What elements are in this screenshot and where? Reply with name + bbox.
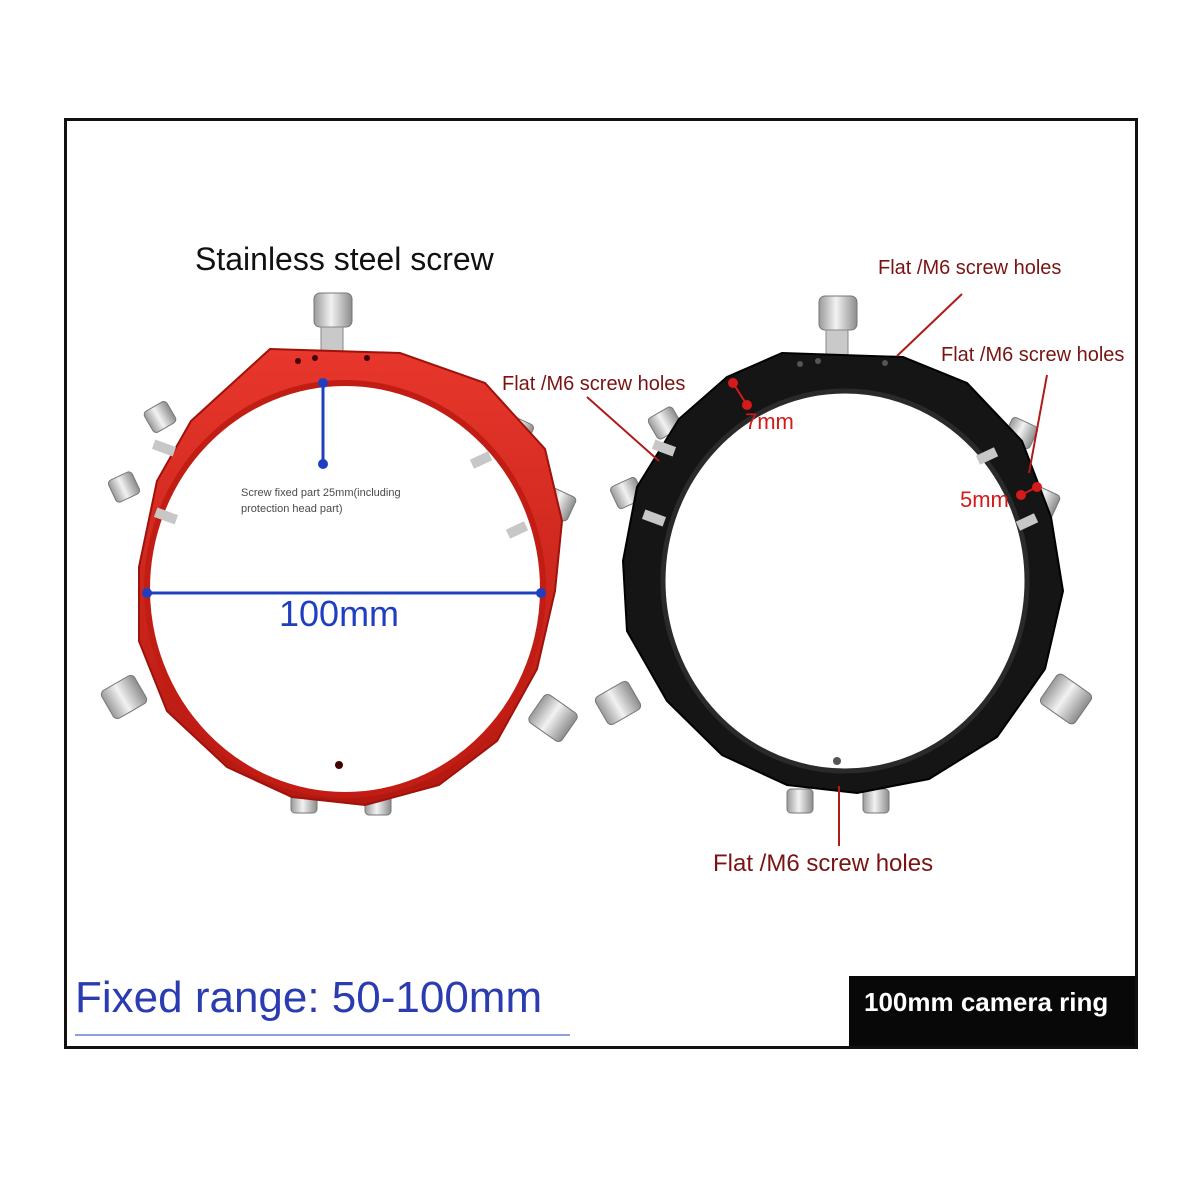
screw-holes-label-right: Flat /M6 screw holes [941,344,1125,366]
screw-title: Stainless steel screw [195,241,494,277]
annotation-leaders-red [586,293,1048,846]
diameter-dimension-label: 100mm [279,593,400,634]
dimension-annotations-blue [142,378,546,598]
screw-length-note: Screw fixed part 25mm(including protecti… [241,487,401,515]
product-frame: Stainless steel screw Screw fixed part 2… [64,118,1138,1049]
fixed-range-underline [75,1034,570,1036]
caption-banner [849,976,1135,1046]
thickness-dimension-label: 7mm [745,409,794,434]
screw-holes-label-top: Flat /M6 screw holes [878,257,1062,279]
width-dimension-label: 5mm [960,487,1009,512]
screw-holes-label-bottom: Flat /M6 screw holes [713,850,934,877]
product-photo [100,292,1093,846]
red-camera-ring [100,292,578,816]
screw-holes-label-left: Flat /M6 screw holes [502,373,686,395]
fixed-range-heading: Fixed range: 50-100mm [75,973,543,1022]
caption-text: 100mm camera ring [864,987,1109,1017]
black-camera-ring [594,295,1093,814]
